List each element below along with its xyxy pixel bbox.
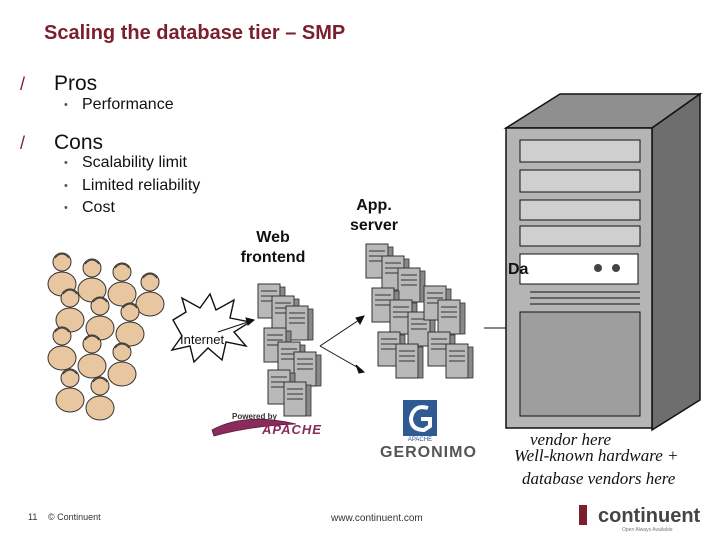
footer-logo-tagline: Open Always Available [622, 527, 673, 533]
app-server-label: App. server [349, 197, 399, 234]
pros-heading: Pros [54, 72, 98, 95]
web-server-stack-icon [257, 283, 322, 417]
bullet-dot-icon: • [64, 180, 68, 192]
cons-bullet-icon: / [20, 133, 26, 153]
geronimo-logo-icon [403, 400, 437, 436]
pros-item: • Performance [64, 96, 174, 113]
app-server-stack-icon [365, 243, 474, 379]
users-crowd-icon [47, 252, 165, 421]
cons-heading: Cons [54, 131, 104, 154]
cons-item: • Limited reliability [64, 177, 201, 194]
internet-burst-icon [170, 292, 252, 364]
bullet-dot-icon: • [64, 157, 68, 169]
footer-copyright: © Continuent [48, 512, 101, 522]
database-label: Da [508, 261, 529, 278]
cons-item: • Scalability limit [64, 154, 187, 171]
continuent-logo-icon [579, 505, 587, 525]
apache-feather-icon [211, 418, 297, 437]
pros-heading-row: / Pros [20, 72, 98, 96]
slide-title: Scaling the database tier – SMP [44, 22, 346, 44]
apache-powered-label: Powered by [232, 412, 277, 421]
footer-url: www.continuent.com [331, 513, 423, 524]
internet-label: Internet [180, 332, 225, 347]
vendor-text-line-2: database vendors here [522, 469, 676, 488]
vendor-text-line-1: Well-known hardware + [514, 446, 679, 465]
page-number: 11 [28, 512, 38, 522]
geronimo-sub-label: APACHE [407, 437, 433, 443]
footer-logo: continuent [598, 505, 701, 527]
cons-heading-row: / Cons [20, 131, 104, 155]
pros-bullet-icon: / [20, 74, 26, 94]
cons-item: • Cost [64, 199, 115, 216]
apache-name-label: APACHE [262, 422, 322, 437]
bullet-dot-icon: • [64, 202, 68, 214]
vendor-text-partial: vendor here [530, 430, 612, 449]
geronimo-name-label: GERONIMO [380, 444, 477, 461]
web-frontend-label: Web frontend [240, 229, 306, 266]
database-server-icon [503, 92, 703, 432]
bullet-dot-icon: • [64, 99, 68, 111]
